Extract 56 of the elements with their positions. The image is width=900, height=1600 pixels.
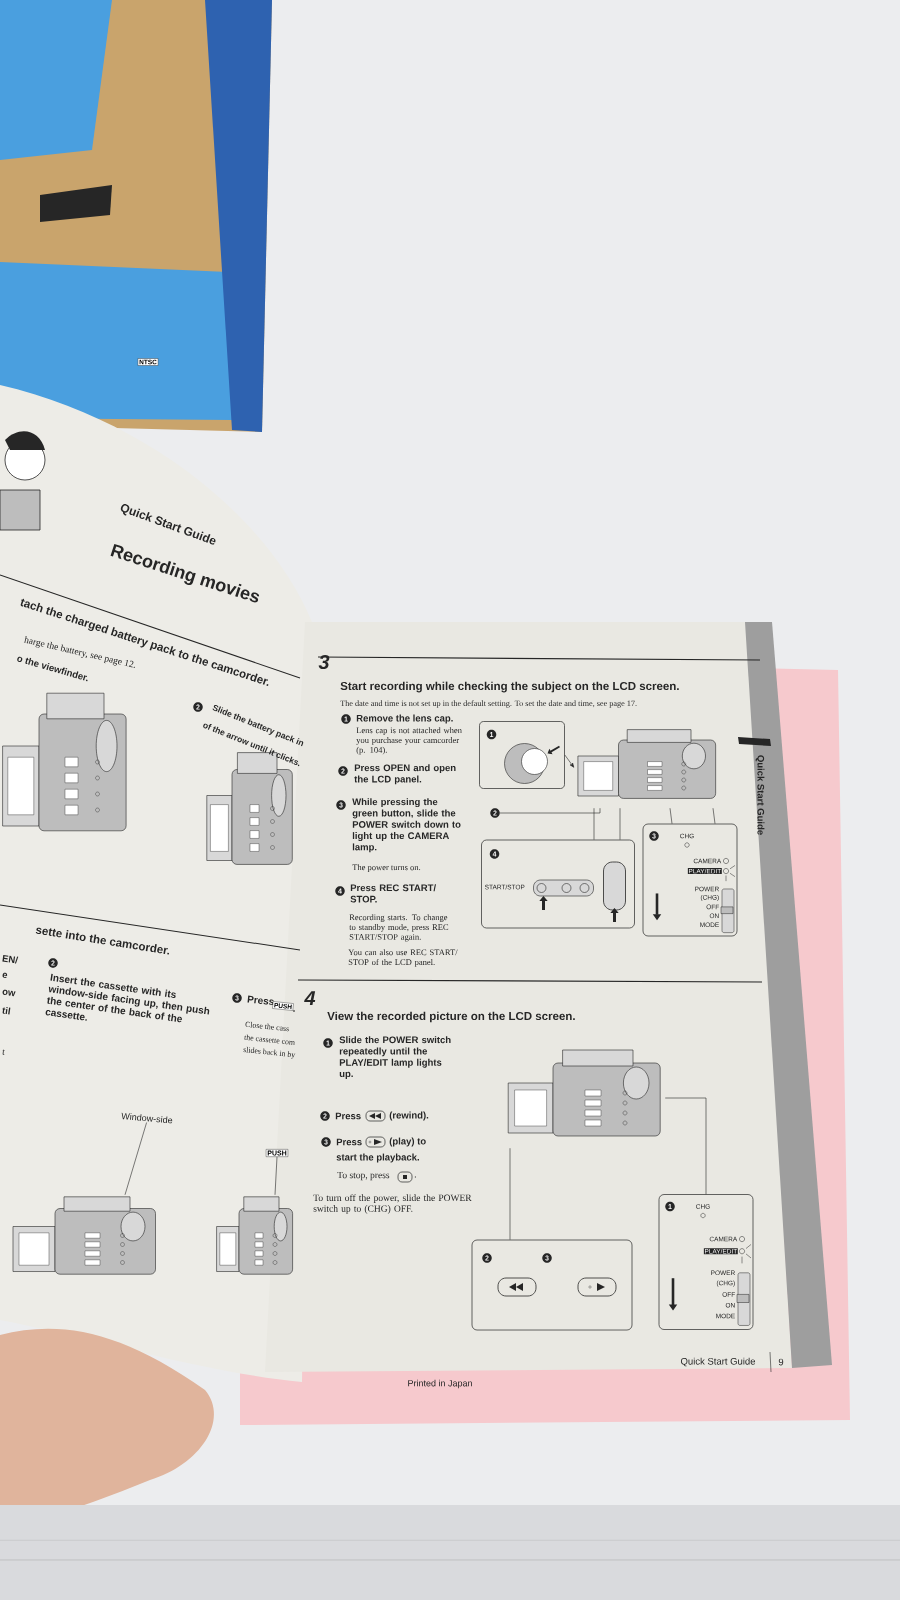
instruction-text: start the playback. — [336, 1153, 419, 1163]
instruction-text: e — [2, 972, 8, 979]
note-text: Lens cap is not attached when you purchase your camcorder (p. 104). — [356, 727, 462, 755]
instruction-text: (rewind). — [389, 1111, 429, 1121]
instruction-text: til — [2, 1007, 11, 1015]
leader-line — [124, 1122, 147, 1196]
instruction-text: EN/ — [2, 954, 19, 964]
note-text: The date and time is not set up in the default setting. To set the date and time, see page 17. — [340, 700, 637, 708]
lens-cap-inset — [479, 721, 565, 789]
camcorder-drawing — [12, 1196, 156, 1275]
note-text: To stop, press — [337, 1171, 390, 1181]
section-heading: sette into the camcorder. — [35, 927, 170, 955]
switch-panel — [658, 1194, 754, 1330]
page-number: 9 — [778, 1358, 784, 1366]
note-text: You can also use REC START/ STOP of the LCD panel. — [348, 949, 458, 967]
note-text: t — [2, 1049, 5, 1055]
instruction-text: Insert the cassette with its window-side facing up, then push the center of the back of the cassette. — [45, 973, 210, 1023]
page-footer: Quick Start Guide — [680, 1357, 756, 1367]
leader-line — [509, 1147, 511, 1240]
button-panel — [471, 1239, 633, 1331]
instruction-text: Press OPEN and open the LCD panel. — [354, 764, 456, 785]
note-text: The power turns on. — [352, 864, 421, 872]
switch-panel — [642, 823, 738, 937]
instruction-text: Press REC START/ STOP. — [350, 884, 436, 903]
note-text: Recording starts. To change to standby mode, press REC START/STOP again. — [349, 914, 449, 942]
instruction-text: Slide the POWER switch repeatedly until the PLAY/EDIT lamp lights up. — [339, 1036, 451, 1079]
leader-line — [564, 754, 575, 768]
section-heading: View the recorded picture on the LCD screen. — [327, 1011, 575, 1023]
instruction-text: Press — [247, 995, 274, 1006]
leader-line — [499, 807, 601, 814]
camcorder-drawing — [507, 1049, 661, 1137]
page-heading: Quick Start Guide — [120, 504, 216, 545]
section-number: 4 — [304, 991, 316, 1005]
leader-line — [664, 1097, 707, 1195]
section-heading: Start recording while checking the subject on the LCD screen. — [340, 681, 679, 693]
callout-label: Window-side — [121, 1112, 173, 1124]
instruction-text: While pressing the green button, slide the POWER switch down to light up the CAMERA lamp. — [352, 798, 461, 853]
leader-line — [593, 807, 595, 840]
instruction-text: Press — [335, 1112, 361, 1120]
note-text: . — [414, 1176, 416, 1178]
instruction-text: (play) to — [389, 1137, 426, 1147]
leader-line — [712, 807, 716, 824]
button-panel — [481, 839, 635, 929]
camcorder-drawing — [216, 1196, 293, 1275]
imprint-text: Printed in Japan — [408, 1379, 472, 1389]
leader-line — [669, 807, 673, 824]
instruction-text: Remove the lens cap. — [356, 714, 453, 724]
instruction-text: . — [293, 1010, 295, 1012]
leader-line — [274, 1156, 278, 1196]
instruction-text: Press — [336, 1138, 362, 1146]
section-number: 3 — [318, 654, 330, 670]
camcorder-drawing — [577, 729, 716, 799]
leader-line — [619, 807, 621, 840]
instruction-text: ow — [2, 989, 16, 997]
side-tab-text: Quick Start Guide — [755, 755, 765, 835]
note-text: To turn off the power, slide the POWER switch up to (CHG) OFF. — [313, 1194, 472, 1214]
